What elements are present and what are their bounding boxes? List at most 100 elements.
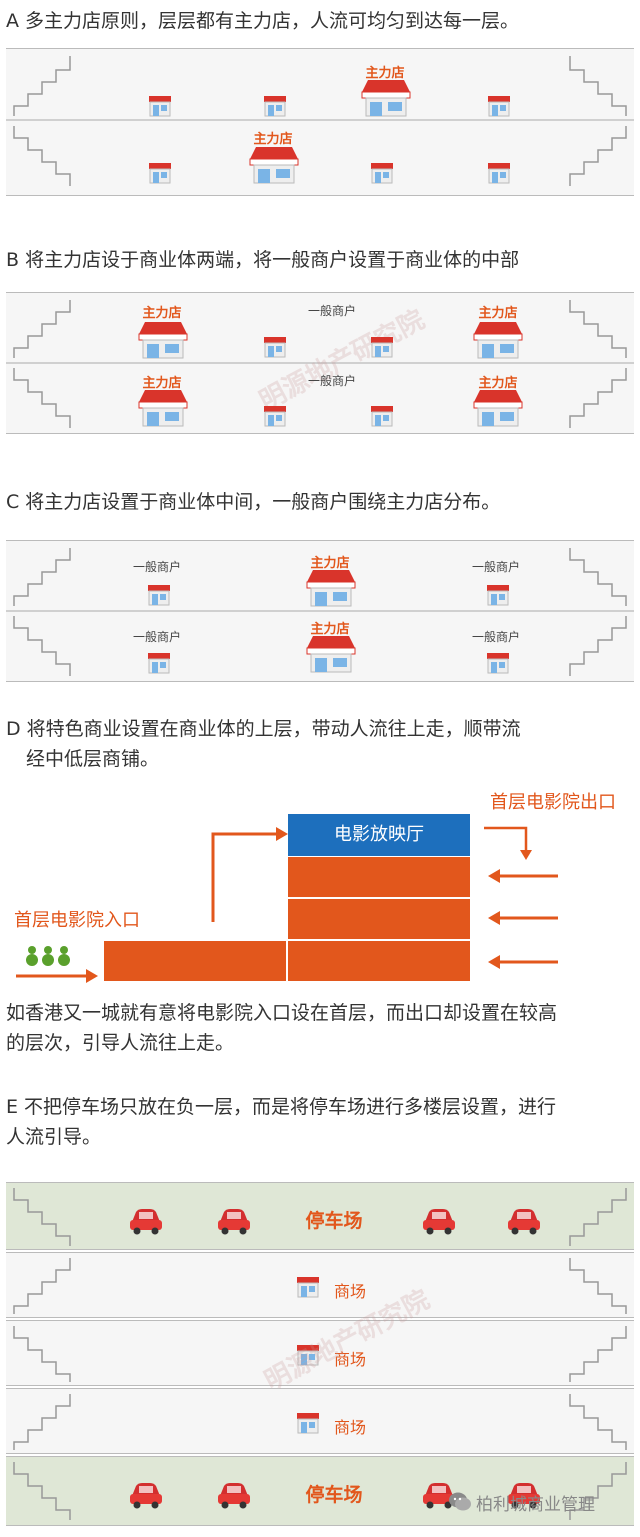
left-stair-icon [13,1188,71,1246]
right-stair-icon [569,1326,627,1382]
anchor-store-label: 主力店 [310,622,350,637]
example-text-line2: 的层次，引导人流往上走。 [6,1032,235,1054]
small-store-icon [371,337,393,358]
left-stair-icon [13,548,71,606]
general-merchant-label: 一般商户 [471,630,521,644]
anchor-store-icon [306,570,356,607]
small-store-icon [488,96,510,117]
left-stair-icon [13,126,71,186]
example-text-line1: 如香港又一城就有意将电影院入口设在首层，而出口却设置在较高 [6,1002,558,1024]
anchor-store-icon [138,390,188,427]
small-store-icon [149,96,171,117]
floor-divider [6,362,634,364]
small-store-icon [264,337,286,358]
anchor-store-icon [473,390,523,427]
right-stair-icon [569,1258,627,1314]
right-stair-icon [569,368,627,428]
right-stair-icon [569,126,627,186]
small-store-icon [488,163,510,184]
section-e-text-line2: 人流引导。 [6,1126,102,1148]
mall-floor [6,1388,634,1454]
cinema-exit-label: 首层电影院出口 [490,792,616,813]
left-arrow-icon [488,955,558,969]
small-store-icon [148,653,170,674]
left-arrow-icon [488,911,558,925]
cinema-entry-label: 首层电影院入口 [14,910,140,931]
left-stair-icon [13,1462,71,1520]
anchor-store-label: 主力店 [142,306,182,321]
section-b-text: B 将主力店设于商业体两端，将一般商户设置于商业体的中部 [6,249,520,271]
general-merchant-label: 一般商户 [471,560,521,574]
mall-label: 商场 [334,1350,367,1369]
parking-label: 停车场 [305,1484,363,1506]
anchor-store-label: 主力店 [142,376,182,391]
small-store-icon [149,163,171,184]
anchor-store-icon [249,147,299,184]
left-stair-icon [13,1258,71,1314]
right-stair-icon [569,300,627,358]
left-stair-icon [13,368,71,428]
right-stair-icon [569,548,627,606]
right-stair-icon [569,1462,627,1520]
right-stair-icon [569,1188,627,1246]
people-icon [26,946,70,966]
car-icon [508,1209,540,1235]
left-stair-icon [13,300,71,358]
small-store-icon [371,163,393,184]
general-merchant-label: 一般商户 [307,304,357,318]
anchor-store-label: 主力店 [310,556,350,571]
mall-floor [6,1320,634,1386]
small-store-icon [487,585,509,606]
car-icon [130,1209,162,1235]
small-store-icon [148,585,170,606]
anchor-store-icon [306,636,356,673]
upper-floor-block [288,857,470,897]
left-stair-icon [13,616,71,676]
left-stair-icon [13,56,71,116]
cinema-hall-block: 电影放映厅 [288,814,470,856]
small-store-icon [487,653,509,674]
section-a-text: A 多主力店原则，层层都有主力店，人流可均匀到达每一层。 [6,10,520,32]
small-store-icon [297,1413,319,1434]
right-stair-icon [569,56,627,116]
anchor-store-icon [138,322,188,359]
anchor-store-label: 主力店 [253,132,293,147]
general-merchant-label: 一般商户 [132,630,182,644]
car-icon [508,1483,540,1509]
left-stair-icon [13,1394,71,1450]
anchor-store-icon [361,80,411,117]
section-e-text-line1: E 不把停车场只放在负一层，而是将停车场进行多楼层设置，进行 [6,1096,557,1118]
mall-label: 商场 [334,1418,367,1437]
anchor-store-label: 主力店 [478,376,518,391]
small-store-icon [297,1345,319,1366]
up-flow-arrow-icon [211,827,288,922]
car-icon [423,1209,455,1235]
car-icon [218,1483,250,1509]
small-store-icon [264,406,286,427]
car-icon [130,1483,162,1509]
small-store-icon [264,96,286,117]
anchor-store-label: 主力店 [365,66,405,81]
left-stair-icon [13,1326,71,1382]
anchor-store-icon [473,322,523,359]
ground-floor-right-block [288,941,470,981]
right-stair-icon [569,1394,627,1450]
general-merchant-label: 一般商户 [132,560,182,574]
parking-label: 停车场 [305,1210,363,1232]
section-d-text-line2: 经中低层商铺。 [26,748,160,770]
small-store-icon [371,406,393,427]
entry-right-arrow-icon [16,969,98,983]
wechat-icon [449,1492,471,1511]
middle-floor-block [288,899,470,939]
footer-brand: 柏利城商业管理 [476,1495,595,1515]
ground-floor-left-block [104,941,286,981]
left-arrow-icon [488,869,558,883]
mall-floor [6,1252,634,1318]
section-a-building [6,48,634,196]
section-c-text: C 将主力店设置于商业体中间，一般商户围绕主力店分布。 [6,491,501,513]
mall-label: 商场 [334,1282,367,1301]
right-stair-icon [569,616,627,676]
car-icon [218,1209,250,1235]
exit-down-arrow-icon [484,826,532,860]
anchor-store-label: 主力店 [478,306,518,321]
